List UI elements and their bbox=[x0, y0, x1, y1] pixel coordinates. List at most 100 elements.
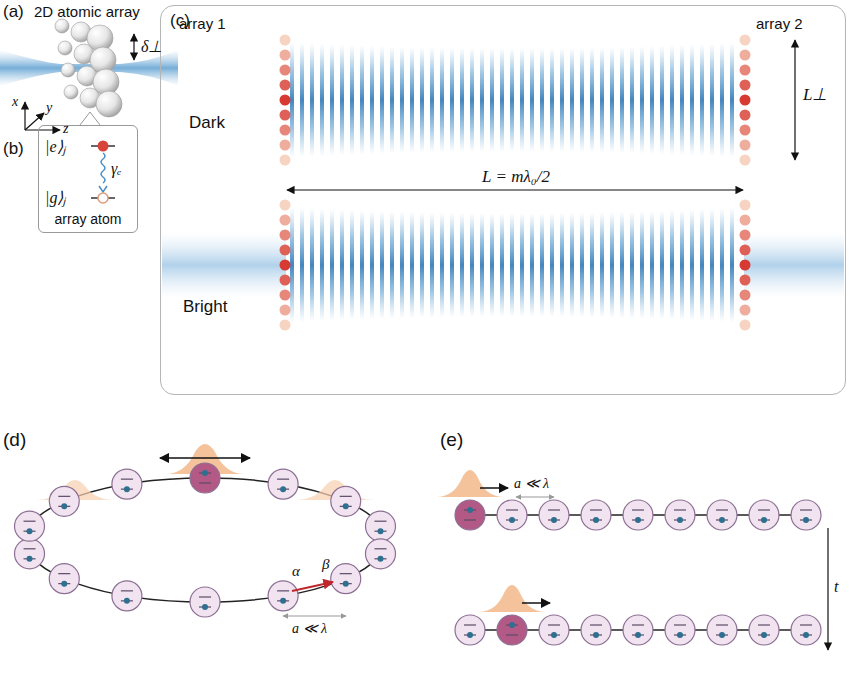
panel-e bbox=[436, 470, 828, 650]
array-atom-dot bbox=[280, 125, 291, 136]
chain-atom bbox=[268, 469, 298, 499]
array-atom-dot bbox=[740, 215, 751, 226]
motion-arrow bbox=[522, 602, 550, 604]
mode-stripe bbox=[380, 46, 384, 154]
chain-atom bbox=[331, 564, 361, 594]
chain-atom bbox=[791, 615, 821, 645]
cavity-mode bbox=[290, 42, 734, 323]
array-atom-dot bbox=[280, 230, 291, 241]
panel-box: array 1array 2DarkL⊥L = mλ₀/2Bright bbox=[160, 5, 846, 395]
motion-arrow bbox=[160, 457, 250, 459]
mode-stripe bbox=[400, 211, 404, 318]
array-atom-dot bbox=[280, 260, 291, 271]
array-atom-dot bbox=[740, 290, 751, 301]
panel-title: 2D atomic array bbox=[34, 4, 140, 21]
mode-stripe bbox=[420, 47, 424, 153]
chain-atom bbox=[665, 615, 695, 645]
array-atom-dot bbox=[740, 230, 751, 241]
mode-label: Bright bbox=[183, 298, 227, 317]
chain-atom bbox=[365, 511, 395, 541]
time-arrow bbox=[827, 528, 828, 650]
callout-box: |e⟩ⱼγₑ|g⟩ⱼarray atom bbox=[38, 125, 138, 233]
array-atom-dot bbox=[280, 140, 291, 151]
array-atom-dot bbox=[740, 95, 751, 106]
mode-stripe bbox=[530, 48, 534, 152]
array-atom-dot bbox=[280, 50, 291, 61]
array-atom-dot bbox=[740, 200, 751, 211]
chain-atom bbox=[331, 486, 361, 516]
atom-sphere bbox=[61, 63, 75, 77]
state-label: |g⟩ⱼ bbox=[45, 189, 66, 207]
dimension-arrow bbox=[794, 40, 795, 160]
leak-glow bbox=[162, 232, 286, 298]
chain-atom bbox=[112, 469, 142, 499]
dimension-arrow bbox=[287, 189, 743, 190]
mode-stripe bbox=[520, 213, 524, 317]
mode-stripe bbox=[720, 208, 724, 322]
array-atom-dot bbox=[280, 35, 291, 46]
dimension-label: L⊥ bbox=[803, 86, 827, 105]
mode-stripe bbox=[330, 209, 334, 321]
mode-stripe bbox=[370, 46, 374, 155]
mode-stripe bbox=[570, 213, 574, 318]
array-atom-dot bbox=[280, 110, 291, 121]
array-atom-dot bbox=[740, 50, 751, 61]
mode-stripe bbox=[710, 43, 714, 156]
excited-dot bbox=[98, 141, 109, 152]
array-atom-dot bbox=[280, 290, 291, 301]
array-atom-dot bbox=[740, 110, 751, 121]
mode-label: Dark bbox=[189, 114, 225, 133]
mode-stripe bbox=[390, 211, 394, 319]
callout-pointer bbox=[80, 112, 100, 125]
decay-wave bbox=[101, 153, 105, 183]
chain-atom bbox=[539, 500, 569, 530]
ground-dot bbox=[98, 193, 108, 203]
mode-stripe bbox=[700, 44, 704, 156]
chain-atom bbox=[190, 587, 220, 617]
atom-sphere bbox=[55, 19, 69, 33]
mode-stripe bbox=[610, 47, 614, 153]
mode-stripe bbox=[610, 212, 614, 318]
array-atom-dot bbox=[740, 65, 751, 76]
mode-stripe bbox=[490, 213, 494, 317]
mode-stripe bbox=[680, 45, 684, 156]
hop-arrow bbox=[292, 582, 333, 591]
mode-stripe bbox=[340, 44, 344, 155]
mode-stripe bbox=[640, 46, 644, 154]
mode-stripe bbox=[380, 211, 384, 319]
axis-label: y bbox=[46, 100, 52, 115]
array-atom-dot bbox=[740, 155, 751, 166]
mode-stripe bbox=[600, 212, 604, 318]
mode-stripe bbox=[550, 213, 554, 317]
mode-stripe bbox=[370, 211, 374, 320]
array-atom-dot bbox=[280, 245, 291, 256]
mode-stripe bbox=[430, 212, 434, 318]
chain-atom bbox=[49, 486, 79, 516]
mirror-arrays bbox=[280, 35, 751, 331]
chain-atom bbox=[749, 615, 779, 645]
mode-stripe bbox=[340, 209, 344, 320]
mode-stripe bbox=[510, 48, 514, 152]
mode-stripe bbox=[580, 212, 584, 317]
chain-atom bbox=[623, 500, 653, 530]
leak-glow bbox=[744, 232, 844, 298]
mode-stripe bbox=[680, 210, 684, 321]
array-atom-dot bbox=[740, 35, 751, 46]
time-label: t bbox=[834, 578, 838, 596]
wave-packet bbox=[478, 585, 546, 612]
mode-stripe bbox=[560, 48, 564, 153]
mode-stripe bbox=[510, 213, 514, 317]
chain-atom bbox=[455, 615, 485, 645]
mode-stripe bbox=[480, 48, 484, 152]
mode-stripe bbox=[660, 45, 664, 154]
array-atom-dot bbox=[280, 305, 291, 316]
ring-chain bbox=[25, 478, 385, 602]
mode-stripe bbox=[570, 48, 574, 153]
array-atom-dot bbox=[740, 320, 751, 331]
mode-stripe bbox=[360, 45, 364, 155]
mode-stripe bbox=[600, 47, 604, 153]
chain-atom bbox=[791, 500, 821, 530]
chain-atom bbox=[581, 500, 611, 530]
wave-packet bbox=[436, 470, 504, 497]
array-atom-dot bbox=[280, 155, 291, 166]
